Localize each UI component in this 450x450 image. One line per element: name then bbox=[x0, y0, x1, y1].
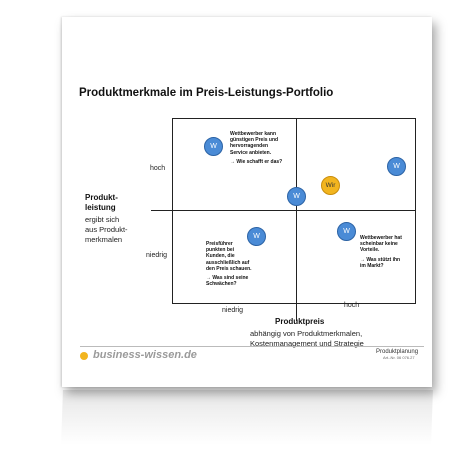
note-line: → Was stützt ihn bbox=[360, 256, 401, 263]
y-axis-title: Produkt- leistung bbox=[85, 193, 118, 213]
note-line: Schwächen? bbox=[206, 281, 237, 288]
note-line: Kunden, die bbox=[206, 253, 235, 260]
note-line: günstigen Preis und bbox=[230, 137, 279, 144]
competitor-marker-top-left: W bbox=[204, 137, 223, 156]
note-line: punkten bei bbox=[206, 247, 235, 254]
note-top-left: Wettbewerber kann günstigen Preis und he… bbox=[230, 131, 282, 165]
x-axis-desc-line1: abhängig von Produktmerkmalen, bbox=[250, 329, 363, 338]
y-axis-title-line2: leistung bbox=[85, 203, 116, 212]
horizontal-axis-line bbox=[151, 210, 416, 211]
sheet-reflection bbox=[61, 390, 433, 445]
y-axis-desc-line3: merkmalen bbox=[85, 235, 123, 244]
own-company-marker: Wir bbox=[321, 176, 340, 195]
note-line: → Wie schafft er das? bbox=[230, 158, 283, 165]
competitor-marker-bottom-right: W bbox=[337, 222, 356, 241]
footer-category: Produktplanung bbox=[376, 349, 419, 355]
note-bottom-right: Wettbewerber hat scheinbar keine Vorteil… bbox=[360, 235, 402, 269]
competitor-marker-top-right: W bbox=[387, 157, 406, 176]
vertical-axis-line bbox=[296, 118, 297, 321]
competitor-marker-center: W bbox=[287, 187, 306, 206]
y-axis-desc-line2: aus Produkt- bbox=[85, 225, 128, 234]
note-line: Vorteile. bbox=[360, 247, 380, 254]
x-axis-title: Produktpreis bbox=[275, 317, 325, 326]
document-sheet bbox=[62, 17, 432, 387]
note-line: im Markt? bbox=[360, 262, 384, 269]
y-axis-description: ergibt sich aus Produkt- merkmalen bbox=[85, 215, 128, 245]
note-line: Wettbewerber kann bbox=[230, 131, 277, 137]
logo-dot-icon bbox=[80, 352, 88, 360]
y-low-label: niedrig bbox=[146, 252, 168, 259]
y-high-label: hoch bbox=[150, 165, 166, 172]
note-line: Preisführer bbox=[206, 241, 233, 247]
x-high-label: hoch bbox=[344, 302, 360, 309]
note-line: Wettbewerber hat bbox=[360, 235, 402, 241]
note-bottom-left: Preisführer punkten bei Kunden, die auss… bbox=[206, 241, 252, 287]
brand-logo: business-wissen.de bbox=[93, 349, 197, 361]
note-line: Service anbieten. bbox=[230, 149, 272, 156]
x-low-label: niedrig bbox=[222, 307, 244, 314]
footer-article-number: Art.-Nr. 06 076.27 bbox=[383, 355, 415, 360]
note-line: den Preis schauen. bbox=[206, 265, 252, 272]
y-axis-title-line1: Produkt- bbox=[85, 193, 118, 202]
footer-divider bbox=[80, 346, 424, 347]
competitor-marker-bottom-left: W bbox=[247, 227, 266, 246]
note-line: ausschließlich auf bbox=[206, 259, 250, 266]
note-line: hervorragenden bbox=[230, 143, 269, 150]
note-line: scheinbar keine bbox=[360, 241, 398, 248]
x-axis-desc-line2: Kostenmanagement und Strategie bbox=[250, 339, 364, 348]
portfolio-frame bbox=[172, 118, 416, 304]
page-title: Produktmerkmale im Preis-Leistungs-Portf… bbox=[79, 87, 334, 99]
x-axis-description: abhängig von Produktmerkmalen, Kostenman… bbox=[250, 329, 364, 349]
note-line: → Was sind seine bbox=[206, 275, 249, 282]
y-axis-desc-line1: ergibt sich bbox=[85, 215, 120, 224]
